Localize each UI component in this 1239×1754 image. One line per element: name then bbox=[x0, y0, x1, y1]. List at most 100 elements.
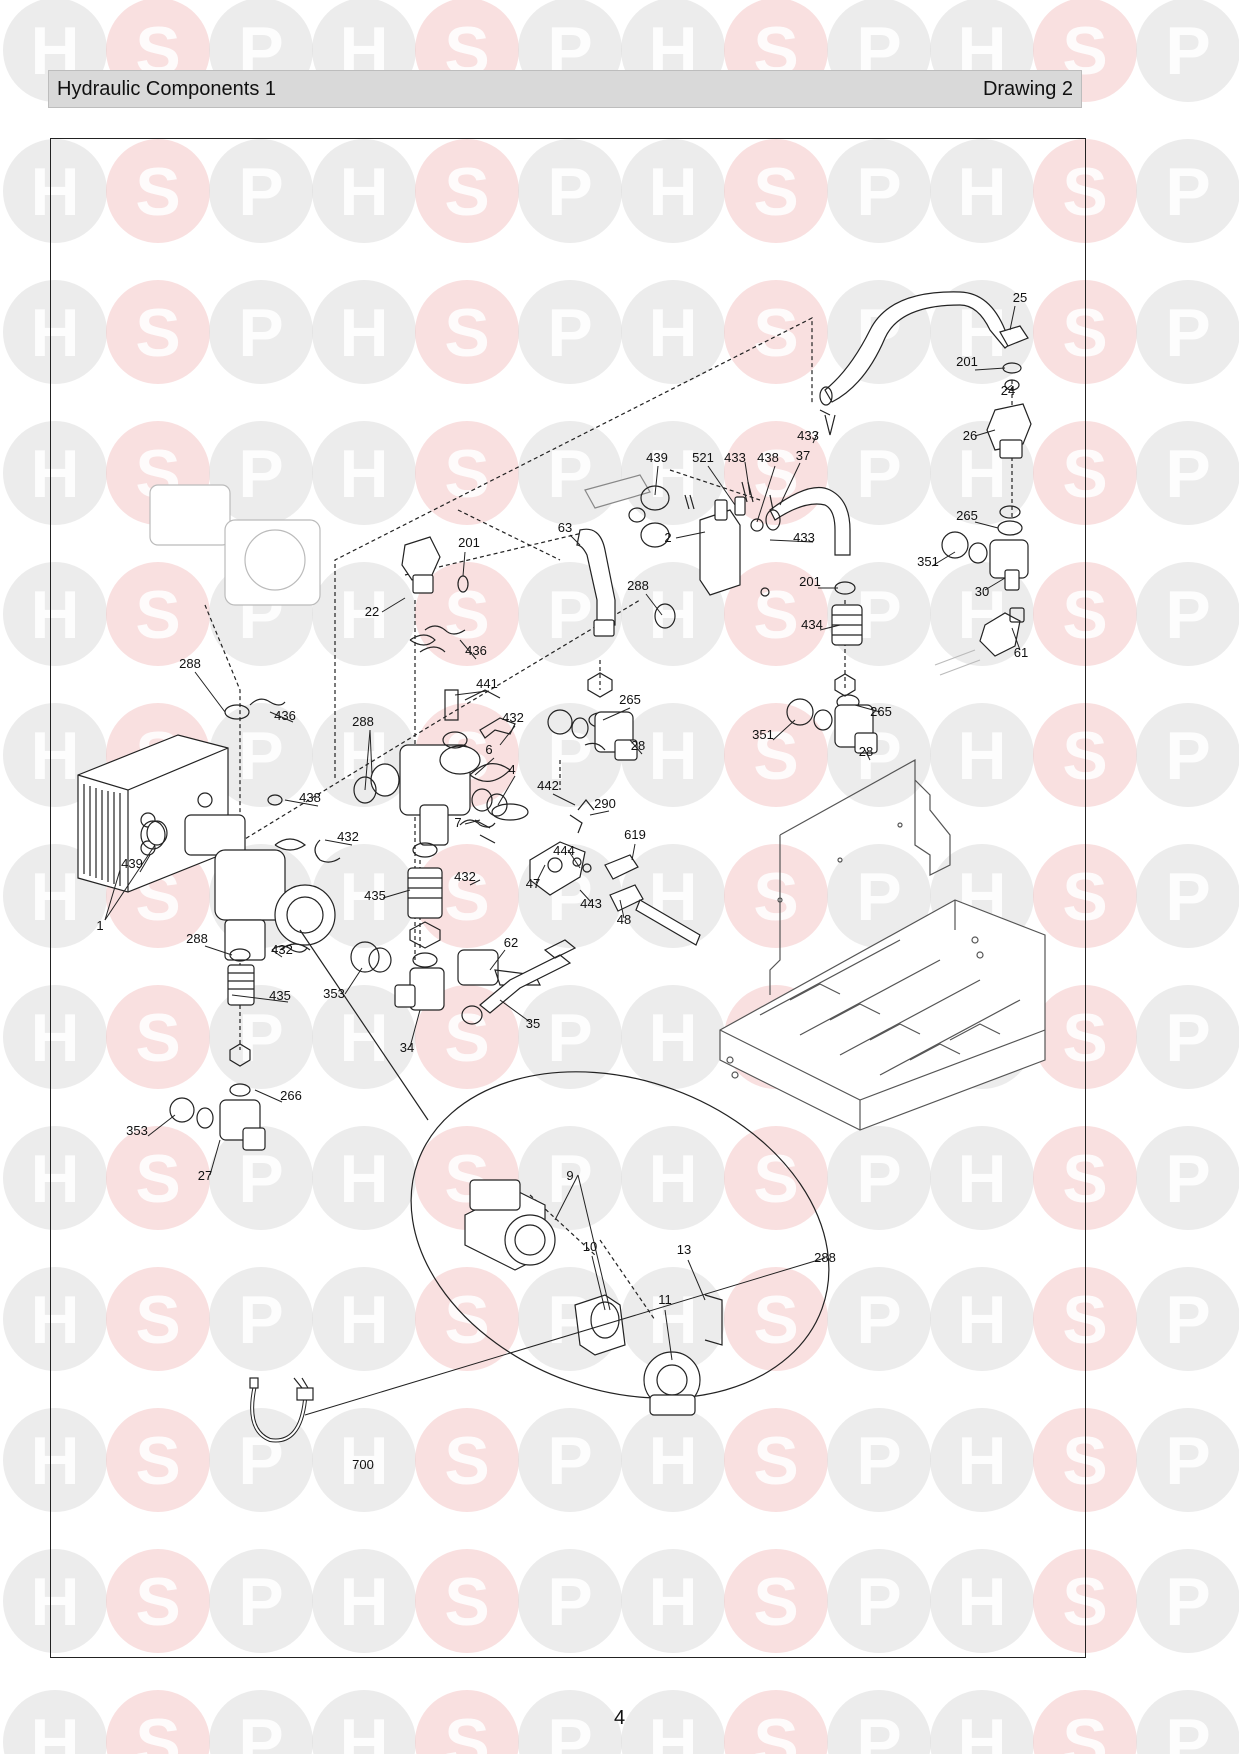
watermark-circle bbox=[3, 1690, 107, 1754]
watermark-letter: S bbox=[753, 1282, 798, 1358]
callout-label: 443 bbox=[580, 896, 602, 911]
callout-label: 435 bbox=[364, 888, 386, 903]
callout-leader-line bbox=[254, 1089, 283, 1103]
watermark-letter: P bbox=[238, 154, 283, 230]
watermark-letter: H bbox=[957, 1423, 1006, 1499]
watermark-letter: S bbox=[753, 295, 798, 371]
callout-leader-line bbox=[284, 799, 319, 807]
callout-label: 439 bbox=[121, 856, 143, 871]
watermark-letter: S bbox=[444, 1564, 489, 1640]
watermark-letter: H bbox=[957, 1282, 1006, 1358]
callout-leader-line bbox=[499, 725, 516, 746]
callout-label: 432 bbox=[271, 942, 293, 957]
callout-leader-line bbox=[707, 465, 736, 506]
callout-leader-line bbox=[974, 367, 1006, 371]
callout-leader-line bbox=[591, 1255, 606, 1311]
callout-label: 37 bbox=[796, 448, 810, 463]
callout-leader-line bbox=[104, 869, 121, 921]
watermark-letter: H bbox=[339, 577, 388, 653]
watermark-circle bbox=[3, 1267, 107, 1371]
callout-leader-line bbox=[645, 593, 663, 616]
watermark-circle bbox=[1136, 1690, 1239, 1754]
callout-label: 265 bbox=[870, 704, 892, 719]
watermark-circle bbox=[415, 139, 519, 243]
watermark-circle bbox=[518, 1549, 622, 1653]
watermark-circle bbox=[930, 703, 1034, 807]
watermark-letter: H bbox=[30, 154, 79, 230]
watermark-circle bbox=[827, 1126, 931, 1230]
callout-leader-line bbox=[864, 749, 871, 761]
callout-leader-line bbox=[854, 704, 881, 713]
callout-leader-line bbox=[462, 551, 466, 577]
callout-leader-line bbox=[552, 793, 576, 806]
watermark-circle bbox=[1033, 1690, 1137, 1754]
watermark-letter: H bbox=[648, 1000, 697, 1076]
watermark-circle bbox=[621, 421, 725, 525]
callout-leader-line bbox=[974, 521, 999, 529]
callout-label: 288 bbox=[814, 1250, 836, 1265]
watermark-circle bbox=[1136, 421, 1239, 525]
wiring-harness bbox=[249, 1377, 314, 1443]
watermark-letter: P bbox=[238, 718, 283, 794]
callout-label: 266 bbox=[280, 1088, 302, 1103]
callout-label: 432 bbox=[337, 829, 359, 844]
callout-label: 290 bbox=[594, 796, 616, 811]
watermark-circle bbox=[3, 1549, 107, 1653]
pump-motor-ghost bbox=[149, 484, 321, 606]
watermark-circle bbox=[312, 1549, 416, 1653]
watermark-letter: H bbox=[339, 1282, 388, 1358]
watermark-circle bbox=[621, 139, 725, 243]
watermark-circle bbox=[209, 280, 313, 384]
watermark-circle bbox=[827, 1690, 931, 1754]
callout-leader-line bbox=[569, 534, 581, 546]
watermark-circle bbox=[930, 1549, 1034, 1653]
watermark-letter: S bbox=[135, 1000, 180, 1076]
watermark-letter: P bbox=[238, 1141, 283, 1217]
watermark-circle bbox=[724, 703, 828, 807]
callout-label: 288 bbox=[352, 714, 374, 729]
watermark-letter: H bbox=[30, 1000, 79, 1076]
callout-label: 521 bbox=[692, 450, 714, 465]
watermark-circle bbox=[312, 562, 416, 666]
callout-leader-line bbox=[629, 739, 643, 755]
watermark-circle bbox=[312, 280, 416, 384]
assembly-guide-lines bbox=[204, 317, 1013, 1321]
watermark-letter: S bbox=[753, 1564, 798, 1640]
watermark-letter: P bbox=[1165, 718, 1210, 794]
callout-leader-line bbox=[231, 994, 289, 1003]
callout-leader-line bbox=[324, 839, 353, 846]
callout-leader-line bbox=[974, 429, 996, 437]
callout-leader-line bbox=[619, 899, 625, 919]
callout-leader-line bbox=[664, 1309, 673, 1361]
watermark-circle bbox=[415, 1690, 519, 1754]
callout-label: 351 bbox=[917, 554, 939, 569]
watermark-circle bbox=[3, 562, 107, 666]
watermark-letter: H bbox=[957, 1705, 1006, 1754]
callout-label: 6 bbox=[485, 742, 492, 757]
watermark-letter: P bbox=[547, 154, 592, 230]
watermark-letter: H bbox=[30, 577, 79, 653]
watermark-circle bbox=[3, 985, 107, 1089]
watermark-letter: H bbox=[648, 577, 697, 653]
callout-leader-line bbox=[194, 671, 226, 713]
callout-leader-line bbox=[369, 729, 373, 776]
callout-label: 28 bbox=[631, 738, 645, 753]
diagram-frame bbox=[50, 138, 1086, 1658]
watermark-letter: P bbox=[238, 1000, 283, 1076]
watermark-letter: P bbox=[1165, 1564, 1210, 1640]
watermark-circle bbox=[415, 562, 519, 666]
callout-label: 7 bbox=[454, 815, 461, 830]
callout-leader-line bbox=[579, 889, 592, 903]
valve-28-central bbox=[547, 709, 638, 761]
watermark-letter: S bbox=[753, 859, 798, 935]
callout-leader-line bbox=[654, 465, 659, 496]
watermark-circle bbox=[518, 139, 622, 243]
callout-leader-line bbox=[819, 624, 841, 631]
callout-label: 2 bbox=[664, 530, 671, 545]
callout-leader-line bbox=[744, 461, 751, 496]
watermark-circle bbox=[3, 1408, 107, 1512]
watermark-letter: P bbox=[1165, 1000, 1210, 1076]
watermark-circle bbox=[106, 1690, 210, 1754]
watermark-circle bbox=[1136, 1126, 1239, 1230]
